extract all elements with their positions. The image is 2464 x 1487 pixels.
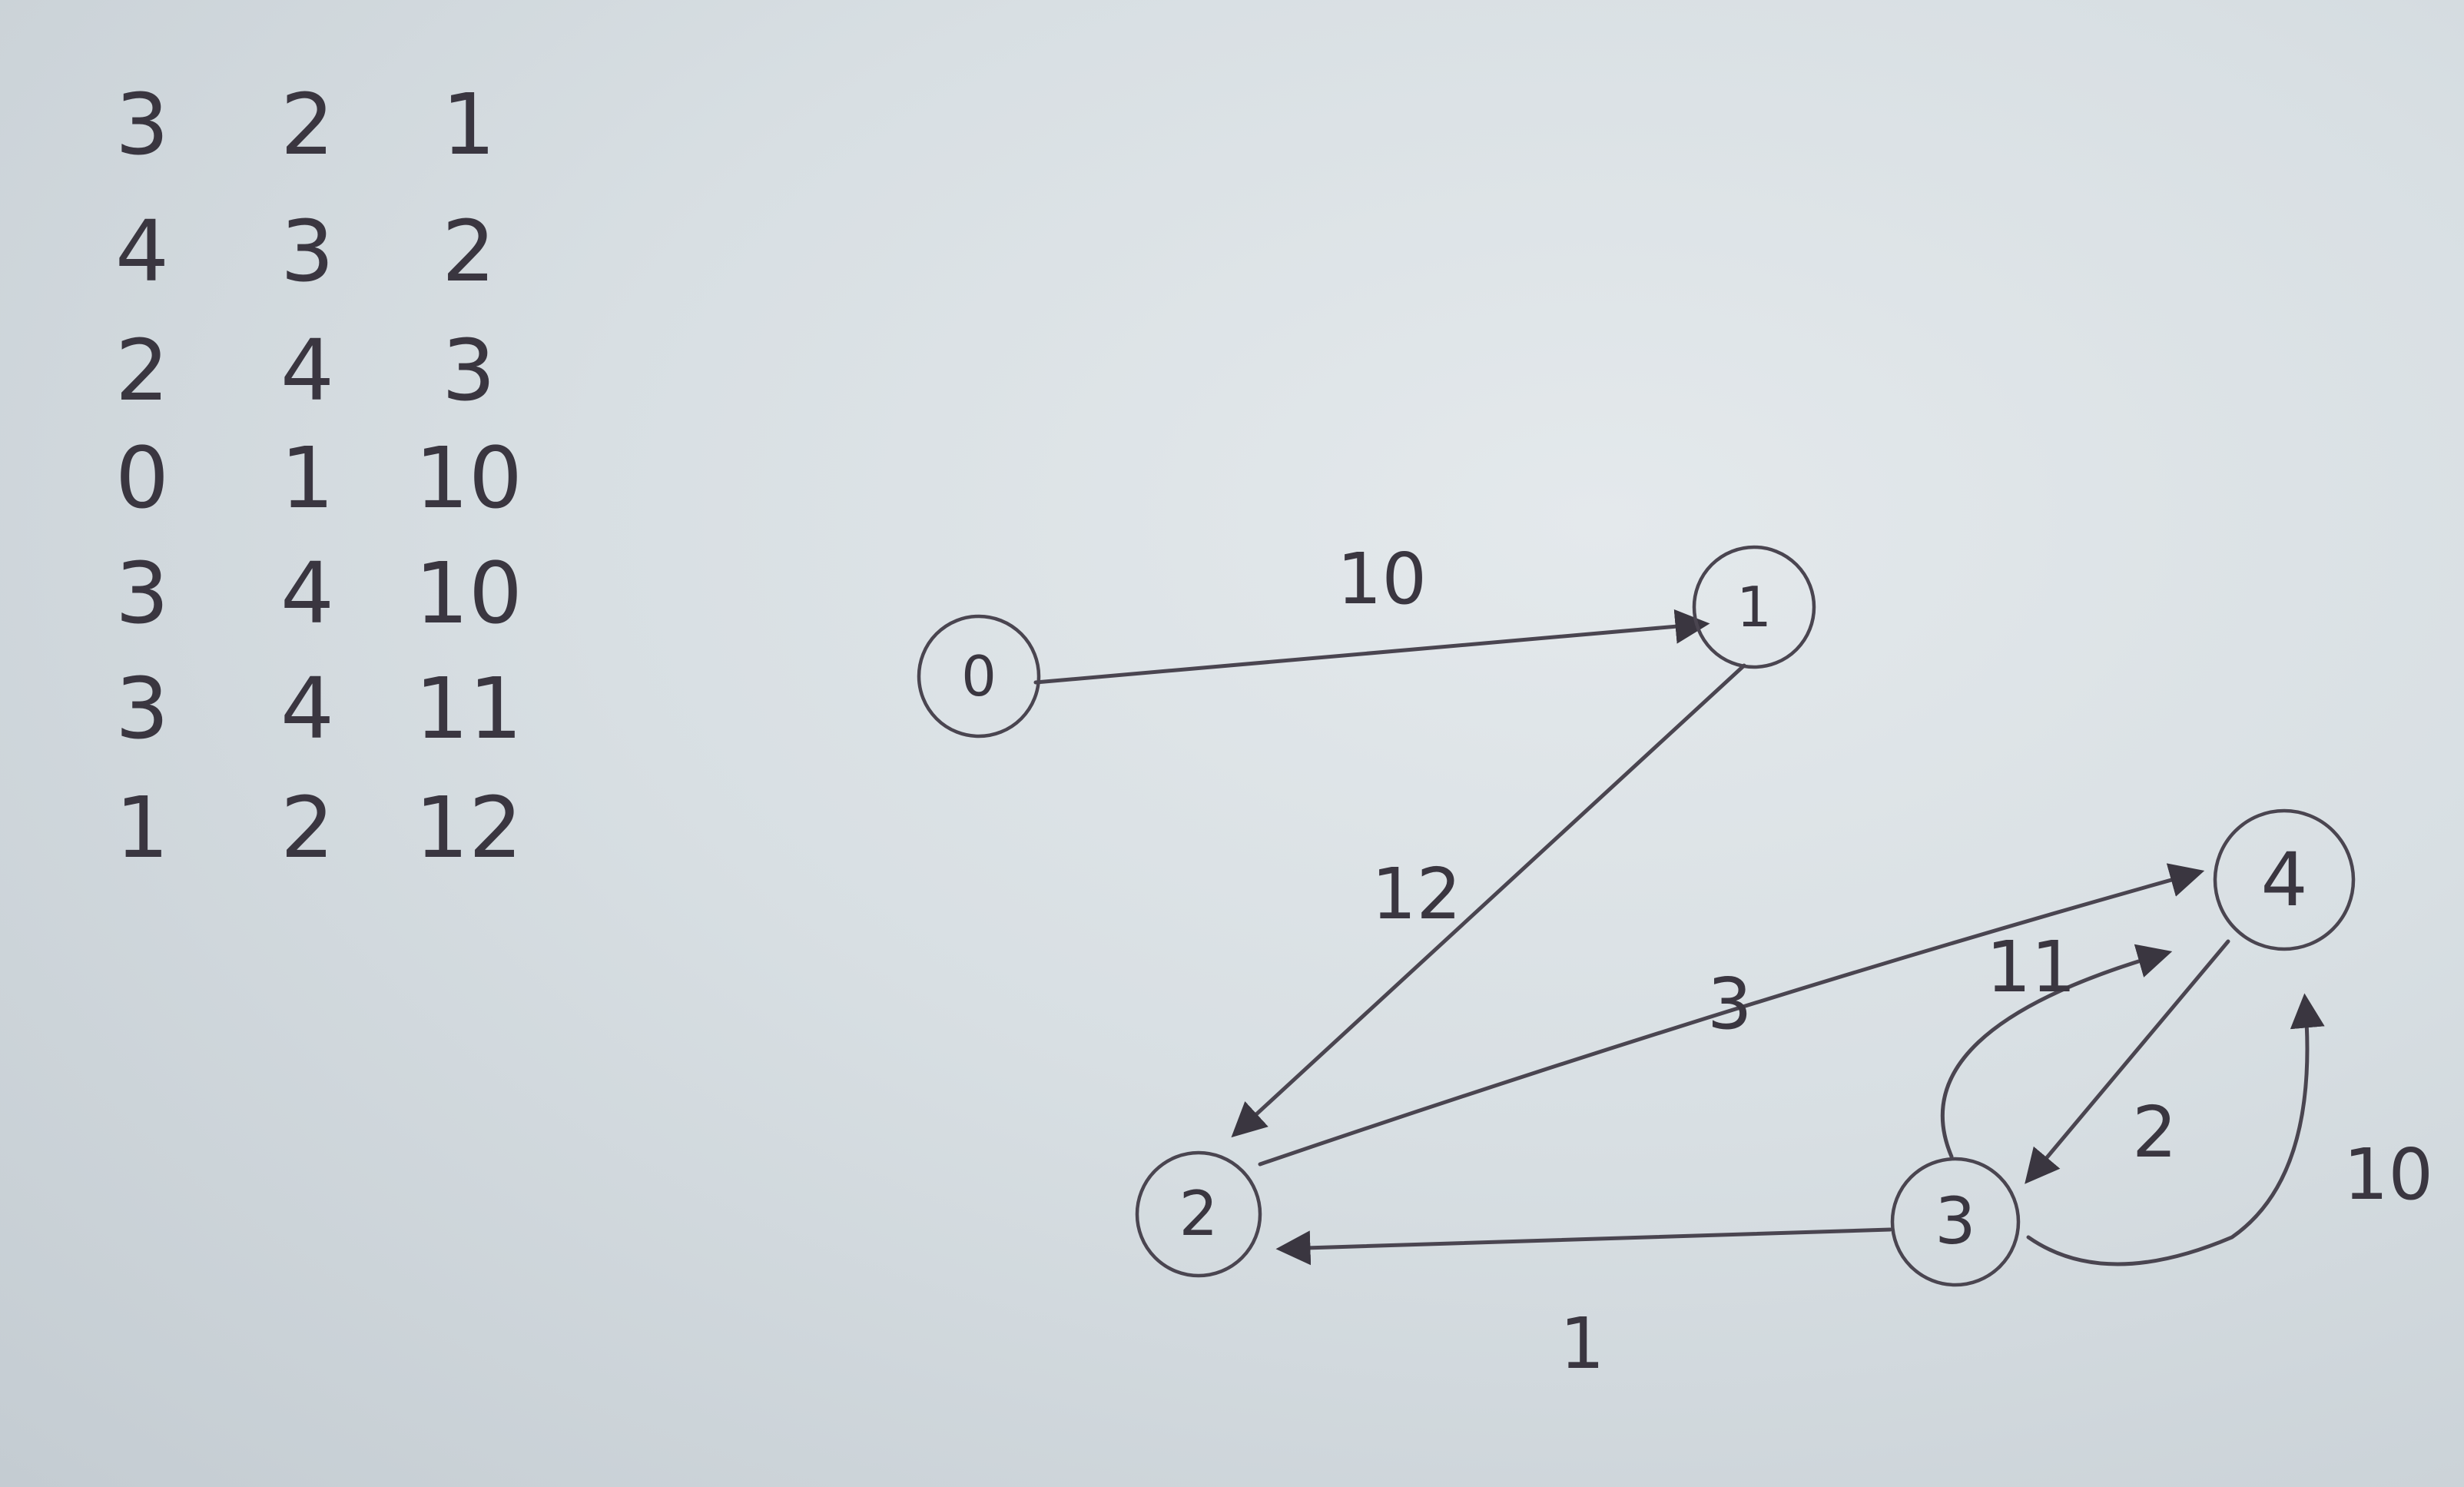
edge-list-cell: 3 <box>115 659 169 758</box>
edge-list-cell: 10 <box>415 429 522 527</box>
node-4: 4 <box>2213 808 2356 951</box>
edge-list-row: 0 1 10 <box>115 429 522 527</box>
edge-list-cell: 2 <box>280 778 334 877</box>
edge-weight-label: 10 <box>1337 538 1427 620</box>
edge-list-cell: 4 <box>280 321 334 420</box>
edge-list-cell: 3 <box>442 321 496 420</box>
edge-line <box>1231 663 1746 1138</box>
edge-4-3: 2 <box>2025 939 2230 1184</box>
edge-list-cell: 4 <box>280 659 334 758</box>
edge-line <box>1258 863 2205 1167</box>
edge-3-2: 1 <box>1275 1227 1892 1385</box>
edge-weight-label: 12 <box>1371 853 1461 935</box>
edge-line <box>1275 1227 1892 1266</box>
node-label: 3 <box>1935 1183 1975 1259</box>
edge-weight-label: 1 <box>1560 1303 1605 1385</box>
edge-list-cell: 0 <box>115 429 169 527</box>
node-1: 1 <box>1692 545 1816 669</box>
edge-list-row: 3 4 11 <box>115 659 522 758</box>
edge-list-cell: 12 <box>415 778 522 877</box>
edge-line <box>2026 993 2325 1266</box>
edge-list-cell: 1 <box>115 778 169 877</box>
edge-list-cell: 4 <box>280 544 334 642</box>
edge-line <box>1940 944 2173 1159</box>
edge-list-cell: 1 <box>280 429 334 527</box>
edge-list-cell: 3 <box>115 75 169 174</box>
edge-line <box>2025 939 2230 1184</box>
edge-weight-label: 10 <box>2343 1134 2433 1216</box>
node-label: 2 <box>1179 1178 1219 1250</box>
node-label: 4 <box>2260 837 2307 923</box>
node-2: 2 <box>1135 1150 1262 1278</box>
edge-list-cell: 4 <box>115 202 169 300</box>
edge-list-row: 2 4 3 <box>115 321 496 420</box>
edge-list-row: 4 3 2 <box>115 202 496 300</box>
edge-0-1: 10 <box>1033 538 1710 685</box>
node-circle <box>1135 1150 1262 1278</box>
edge-list-cell: 1 <box>442 75 496 174</box>
edge-2-4: 3 <box>1258 863 2205 1167</box>
node-circle <box>1692 545 1816 669</box>
edge-list-cell: 2 <box>115 321 169 420</box>
edge-list-cell: 3 <box>115 544 169 642</box>
edge-list-cell: 10 <box>415 544 522 642</box>
edge-list-cell: 2 <box>280 75 334 174</box>
edge-list-cell: 2 <box>442 202 496 300</box>
node-0: 0 <box>917 614 1041 739</box>
edge-list-cell: 3 <box>280 202 334 300</box>
node-label: 0 <box>961 644 997 709</box>
edge-list-row: 3 2 1 <box>115 75 496 174</box>
node-circle <box>917 614 1041 739</box>
edge-3-4-10: 10 <box>2026 993 2433 1266</box>
edge-1-2: 12 <box>1231 663 1746 1138</box>
edge-weight-label: 3 <box>1707 963 1753 1045</box>
edge-weight-label: 11 <box>1986 926 2076 1008</box>
node-3: 3 <box>1890 1157 2021 1287</box>
edge-3-4-11: 11 <box>1940 926 2173 1159</box>
edge-list-cell: 11 <box>415 659 522 758</box>
edge-weight-label: 2 <box>2132 1091 2177 1173</box>
node-circle <box>1890 1157 2021 1287</box>
edge-list-row: 3 4 10 <box>115 544 522 642</box>
node-circle <box>2213 808 2356 951</box>
edge-line <box>1033 609 1710 685</box>
node-label: 1 <box>1736 575 1772 639</box>
